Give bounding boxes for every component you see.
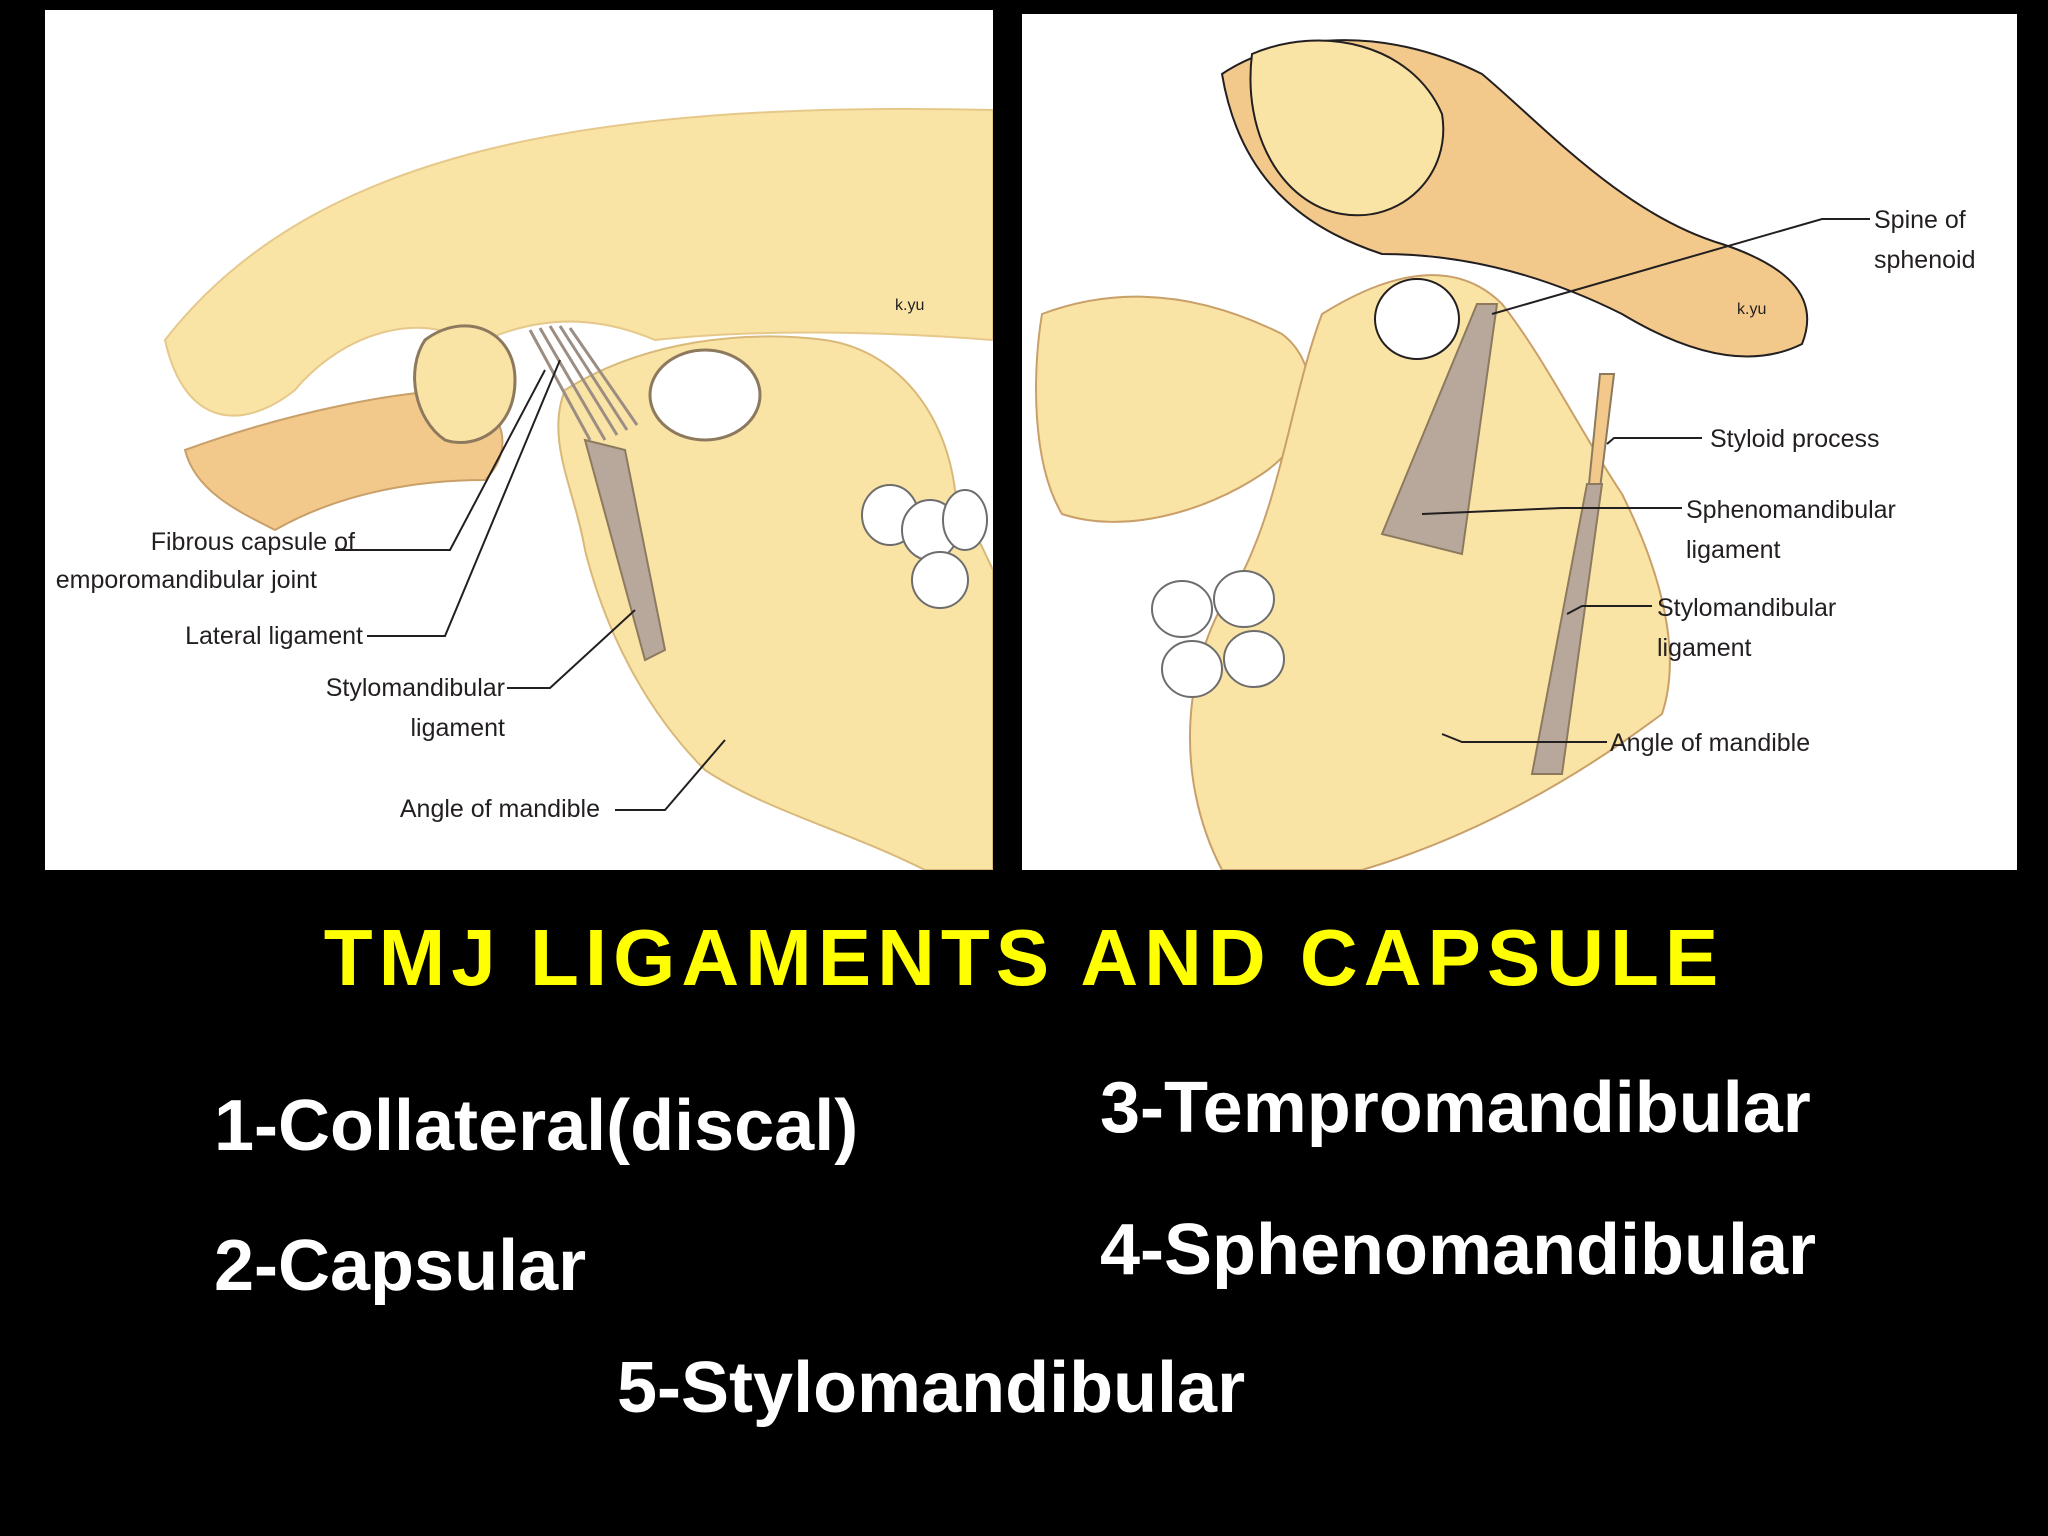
lateral-view-illustration: Fibrous capsule of emporomandibular join… — [56, 107, 993, 870]
sphenomandibular-ligament-shape — [1380, 303, 1499, 556]
label-fibrous-capsule-line1: Fibrous capsule of — [151, 528, 355, 556]
label-stylomandibular-line2: ligament — [1657, 634, 1752, 662]
list-item-collateral: 1-Collateral(discal) — [214, 1086, 859, 1166]
list-item-capsular: 2-Capsular — [214, 1226, 587, 1306]
mandible-shape — [557, 335, 993, 870]
label-lateral-ligament: Lateral ligament — [185, 622, 363, 650]
leader-lines — [1421, 218, 1870, 743]
label-fibrous-capsule-line2: emporomandibular joint — [56, 566, 317, 594]
list-item-tempromandibular: 3-Tempromandibular — [1100, 1068, 1811, 1148]
label-styloid-process: Styloid process — [1710, 425, 1880, 453]
medial-view-illustration: Spine of sphenoid Styloid process Spheno… — [1035, 39, 1975, 870]
artist-signature: k.yu — [1737, 301, 1766, 318]
temporal-bone-shape — [163, 107, 993, 417]
stylomandibular-ligament-shape — [1530, 483, 1604, 775]
label-stylomandibular-line2: ligament — [411, 714, 506, 742]
label-angle-of-mandible: Angle of mandible — [400, 795, 600, 823]
teeth-group — [1151, 570, 1285, 698]
label-spine-line1: Spine of — [1874, 206, 1966, 234]
list-item-sphenomandibular: 4-Sphenomandibular — [1100, 1210, 1817, 1290]
list-item-stylomandibular: 5-Stylomandibular — [617, 1348, 1246, 1428]
left-anatomy-figure: Fibrous capsule of emporomandibular join… — [45, 10, 993, 870]
label-stylomandibular-line1: Stylomandibular — [1657, 594, 1836, 622]
maxilla-shape — [1035, 295, 1311, 523]
condyle-shape — [413, 324, 517, 444]
label-sphenomandibular-line1: Sphenomandibular — [1686, 496, 1896, 524]
right-anatomy-figure: Spine of sphenoid Styloid process Spheno… — [1022, 14, 2017, 870]
label-angle-of-mandible: Angle of mandible — [1610, 729, 1810, 757]
stylomandibular-ligament-shape — [583, 438, 667, 662]
label-spine-line2: sphenoid — [1874, 246, 1975, 274]
slide-title: TMJ LIGAMENTS AND CAPSULE — [323, 913, 1725, 1002]
sphenoid-bone-shape — [1249, 39, 1445, 217]
artist-signature: k.yu — [895, 297, 924, 314]
capsule-ligament-fibers — [528, 325, 639, 441]
label-sphenomandibular-line2: ligament — [1686, 536, 1781, 564]
leader-lines — [335, 359, 726, 811]
zygomatic-arch-shape — [183, 388, 504, 532]
teeth-group — [861, 484, 988, 609]
label-stylomandibular-line1: Stylomandibular — [326, 674, 505, 702]
mandibular-notch-shape — [648, 348, 762, 442]
mandibular-foramen-opening — [1374, 278, 1460, 360]
